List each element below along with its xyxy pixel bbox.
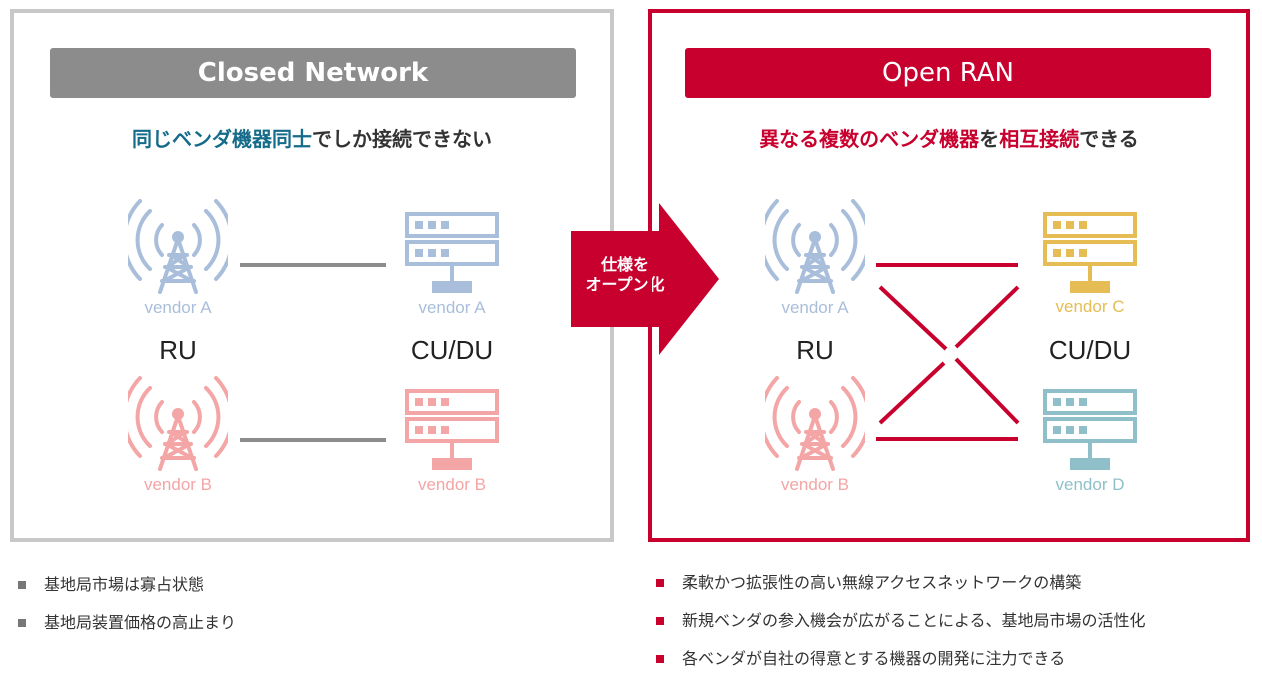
ru-label: RU — [796, 335, 834, 365]
bullet-square-icon — [18, 581, 26, 589]
open-ran-title: Open RAN — [685, 48, 1211, 98]
link-line-b — [240, 438, 386, 442]
list-item: 柔軟かつ拡張性の高い無線アクセスネットワークの構築 — [654, 573, 1146, 611]
open-ran-subtitle: 異なる複数のベンダ機器を相互接続できる — [652, 123, 1246, 152]
list-item: 基地局装置価格の高止まり — [16, 613, 236, 651]
antenna-tower-icon — [765, 376, 865, 471]
ru-vendor-a-label: vendor A — [144, 298, 212, 317]
arrow-label-line2: オープン化 — [585, 275, 665, 294]
closed-network-title: Closed Network — [50, 48, 576, 98]
cudu-label: CU/DU — [1048, 335, 1132, 365]
open-ran-panel: Open RAN 異なる複数のベンダ機器を相互接続できる vendor A RU… — [648, 9, 1250, 542]
list-item: 新規ベンダの参入機会が広がることによる、基地局市場の活性化 — [654, 611, 1146, 649]
server-rack-icon — [405, 212, 499, 293]
subtitle-text: を — [979, 127, 1000, 151]
cross-links — [876, 263, 1020, 441]
antenna-tower-icon — [128, 376, 228, 471]
subtitle-highlight: 異なる複数のベンダ機器 — [759, 127, 980, 151]
list-item: 各ベンダが自社の得意とする機器の開発に注力できる — [654, 649, 1146, 687]
list-item: 基地局市場は寡占状態 — [16, 575, 236, 613]
bullet-square-icon — [656, 579, 664, 587]
open-ran-bullets: 柔軟かつ拡張性の高い無線アクセスネットワークの構築 新規ベンダの参入機会が広がる… — [654, 573, 1146, 687]
link-line-a — [240, 263, 386, 267]
arrow-label: 仕様を オープン化 — [571, 255, 679, 295]
ru-vendor-b-label: vendor B — [143, 475, 213, 494]
antenna-tower-icon — [128, 199, 228, 294]
closed-network-panel: Closed Network 同じベンダ機器同士でしか接続できない vendor… — [10, 9, 614, 542]
ru-vendor-b-label: vendor B — [780, 475, 850, 494]
arrow-right-icon — [571, 203, 719, 355]
bullet-square-icon — [18, 619, 26, 627]
subtitle-text: でしか接続できない — [312, 127, 492, 151]
server-rack-icon — [405, 389, 499, 470]
bullet-square-icon — [656, 655, 664, 663]
antenna-tower-icon — [765, 199, 865, 294]
subtitle-highlight: 相互接続 — [999, 127, 1080, 151]
cudu-vendor-b-label: vendor B — [417, 475, 487, 494]
subtitle-highlight: 同じベンダ機器同士 — [132, 127, 312, 151]
ru-label: RU — [159, 335, 197, 365]
cudu-vendor-a-label: vendor A — [418, 298, 486, 317]
closed-network-subtitle: 同じベンダ機器同士でしか接続できない — [14, 123, 610, 152]
closed-network-bullets: 基地局市場は寡占状態 基地局装置価格の高止まり — [16, 575, 236, 651]
server-rack-icon — [1043, 389, 1137, 470]
arrow-label-line1: 仕様を — [600, 255, 649, 274]
cudu-label: CU/DU — [410, 335, 494, 365]
cudu-vendor-d-label: vendor D — [1055, 475, 1125, 494]
server-rack-icon — [1043, 212, 1137, 293]
ru-vendor-a-label: vendor A — [781, 298, 849, 317]
subtitle-text: できる — [1079, 127, 1139, 151]
cudu-vendor-c-label: vendor C — [1055, 297, 1125, 316]
bullet-square-icon — [656, 617, 664, 625]
